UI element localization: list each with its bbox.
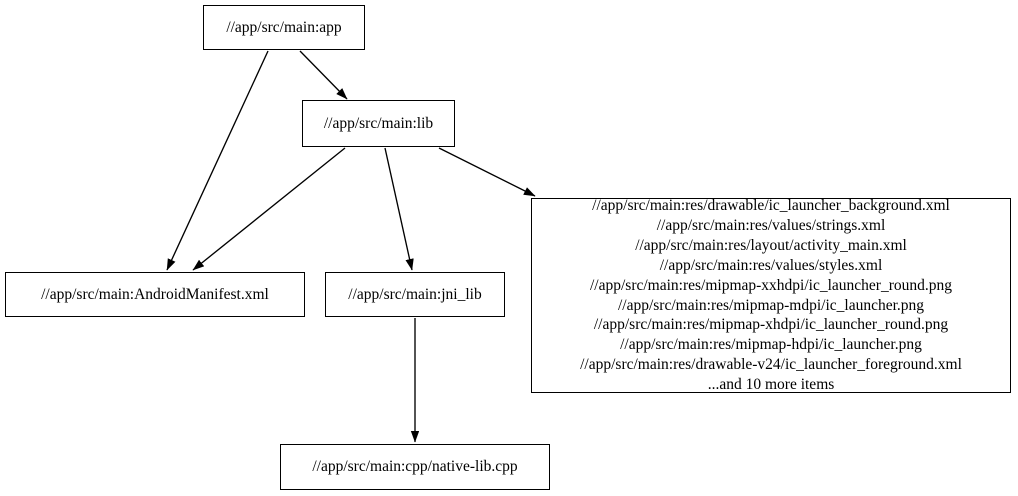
- graph-edge-app-to-manifest: [166, 50, 269, 271]
- graph-node-resources-entry: ...and 10 more items: [707, 376, 835, 394]
- graph-edge-lib-to-jni_lib: [384, 147, 414, 271]
- graph-node-lib[interactable]: //app/src/main:lib: [302, 100, 455, 147]
- graph-node-resources-entry: //app/src/main:res/drawable-v24/ic_launc…: [580, 356, 962, 374]
- graph-node-resources-entry: //app/src/main:res/mipmap-mdpi/ic_launch…: [617, 296, 925, 314]
- graph-edge-app-to-lib: [299, 50, 348, 100]
- graph-node-app-label: //app/src/main:app: [226, 18, 342, 36]
- graph-node-resources-entry: //app/src/main:res/values/styles.xml: [659, 256, 883, 274]
- graph-node-resources-entry: //app/src/main:res/mipmap-hdpi/ic_launch…: [620, 336, 922, 354]
- graph-node-resources-entry: //app/src/main:res/values/strings.xml: [656, 216, 886, 234]
- graph-edge-lib-to-resources: [438, 147, 536, 197]
- graph-node-lib-label: //app/src/main:lib: [323, 114, 434, 132]
- graph-node-native-lib-cpp-label: //app/src/main:cpp/native-lib.cpp: [312, 458, 518, 476]
- graph-node-resources-entry: //app/src/main:res/mipmap-xhdpi/ic_launc…: [593, 316, 949, 334]
- graph-node-native-lib-cpp[interactable]: //app/src/main:cpp/native-lib.cpp: [280, 444, 550, 490]
- graph-node-jni-lib[interactable]: //app/src/main:jni_lib: [325, 272, 505, 317]
- graph-node-resources-group[interactable]: //app/src/main:res/drawable/ic_launcher_…: [531, 196, 1011, 394]
- graph-node-app[interactable]: //app/src/main:app: [203, 5, 365, 50]
- graph-node-resources-entry: //app/src/main:res/drawable/ic_launcher_…: [592, 196, 950, 214]
- graph-node-resources-entry: //app/src/main:res/mipmap-xxhdpi/ic_laun…: [589, 276, 952, 294]
- graph-node-jni-lib-label: //app/src/main:jni_lib: [348, 285, 482, 303]
- graph-node-android-manifest-label: //app/src/main:AndroidManifest.xml: [41, 285, 269, 303]
- graph-edge-lib-to-manifest: [192, 147, 346, 271]
- graph-node-android-manifest[interactable]: //app/src/main:AndroidManifest.xml: [5, 272, 305, 317]
- graph-node-resources-entry: //app/src/main:res/layout/activity_main.…: [635, 236, 907, 254]
